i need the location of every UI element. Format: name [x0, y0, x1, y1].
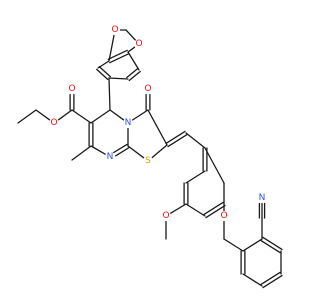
- atom-label-text: O: [162, 211, 169, 221]
- bond-B2-B3-double-b: [128, 70, 141, 82]
- atom-label-text: N: [125, 118, 132, 128]
- atom-label-text: O: [144, 84, 151, 94]
- bond-C2-CH-double-a: [167, 133, 188, 148]
- bond-B4-B5-double-a: [98, 65, 111, 78]
- atom-label-text: O: [111, 25, 118, 35]
- bond-C2-S1-single: [151, 144, 168, 159]
- atom-label-backdrop: [134, 39, 144, 49]
- bond-Cm-O2-single: [125, 29, 136, 41]
- atom-label-layer: O O O O O N N S O O N: [49, 25, 267, 221]
- atom-label-backdrop: [67, 84, 77, 94]
- bond-N4-C3-single: [131, 109, 149, 121]
- bond-D3-D4-double-b: [260, 271, 281, 286]
- molecule-structure-diagram: O O O O O N N S O O N: [17, 25, 283, 289]
- atom-label-text: O: [50, 118, 57, 128]
- atom-label-backdrop: [161, 211, 171, 221]
- atom-label-text: S: [145, 156, 151, 166]
- bond-C7-ME7-single: [71, 145, 92, 161]
- atom-label-backdrop: [105, 152, 115, 162]
- bond-N8-C8a-double-b: [113, 143, 128, 154]
- bond-N4-C5-single: [109, 109, 125, 121]
- atom-o-methoxy: O: [161, 211, 171, 221]
- bond-C5-C6-single: [90, 109, 111, 124]
- bond-O2-B1-single: [127, 46, 136, 53]
- bond-B4-C5-single: [108, 77, 111, 111]
- bond-B1-B2-single: [127, 51, 140, 71]
- bond-N8-C8a-double-a: [115, 146, 130, 157]
- bond-B6-B1-double-b: [107, 49, 128, 60]
- bond-CE-OE2-single: [57, 109, 73, 121]
- bond-A4-OMe-single: [170, 203, 187, 214]
- atom-label-backdrop: [110, 25, 120, 35]
- bond-B4-B5-double-b: [96, 68, 109, 81]
- atom-o-ester-ether: O: [49, 118, 59, 128]
- bond-O1-B6-single: [108, 34, 115, 62]
- bond-C7-N8-single: [90, 145, 106, 155]
- atom-o-ketone: O: [143, 84, 153, 94]
- atom-label-backdrop: [257, 193, 267, 203]
- bond-CH2e-CH3e-single: [17, 109, 37, 124]
- atom-o-dioxole-top: O: [110, 25, 120, 35]
- atom-label-text: N: [259, 193, 266, 203]
- atom-n-imine: N: [105, 152, 115, 162]
- bond-D6-D1-single: [242, 238, 263, 252]
- bond-OE2-CH2e-single: [35, 109, 51, 121]
- bond-B6-B1-double-a: [109, 53, 130, 64]
- atom-n-ring: N: [123, 118, 133, 128]
- atom-s-ring: S: [143, 156, 153, 166]
- atom-label-backdrop: [49, 118, 59, 128]
- bond-CH2b-D1-single: [223, 238, 244, 252]
- atom-label-text: O: [135, 39, 142, 49]
- bond-S1-C8a-single: [127, 145, 145, 159]
- atom-n-nitrile: N: [257, 193, 267, 203]
- atom-label-text: O: [220, 211, 227, 221]
- bond-D5-D6-double-a: [262, 236, 283, 251]
- bond-layer: [17, 29, 283, 289]
- bond-C3-C2-single: [147, 109, 168, 146]
- atom-label-backdrop: [143, 84, 153, 94]
- bond-C6-CE-single: [71, 109, 92, 124]
- bond-A7-A1-single: [204, 147, 225, 184]
- atom-label-backdrop: [219, 211, 229, 221]
- atom-o-benzyloxy: O: [219, 211, 229, 221]
- atom-label-text: O: [68, 84, 75, 94]
- bond-A4-A5-single: [185, 203, 206, 217]
- bond-B2-B3-double-a: [126, 67, 139, 79]
- bond-D2-D3-single: [242, 273, 263, 287]
- atom-o-dioxole-bottom: O: [134, 39, 144, 49]
- bond-A5-A6-double-a: [205, 204, 226, 219]
- bond-D3-D4-double-a: [262, 274, 283, 289]
- atom-label-backdrop: [143, 156, 153, 166]
- bond-A2-A3-single: [185, 170, 206, 184]
- bond-B5-B6-single: [97, 60, 110, 69]
- atom-label-backdrop: [123, 118, 133, 128]
- bond-B3-B4-single: [108, 77, 129, 80]
- bond-C2-CH-double-b: [165, 130, 186, 145]
- bond-D5-D6-double-b: [260, 239, 281, 254]
- bond-A5-A6-double-b: [203, 201, 224, 216]
- bond-CH-A1-single: [185, 132, 206, 149]
- atom-o-ester-carbonyl: O: [67, 84, 77, 94]
- atom-label-text: N: [107, 152, 114, 162]
